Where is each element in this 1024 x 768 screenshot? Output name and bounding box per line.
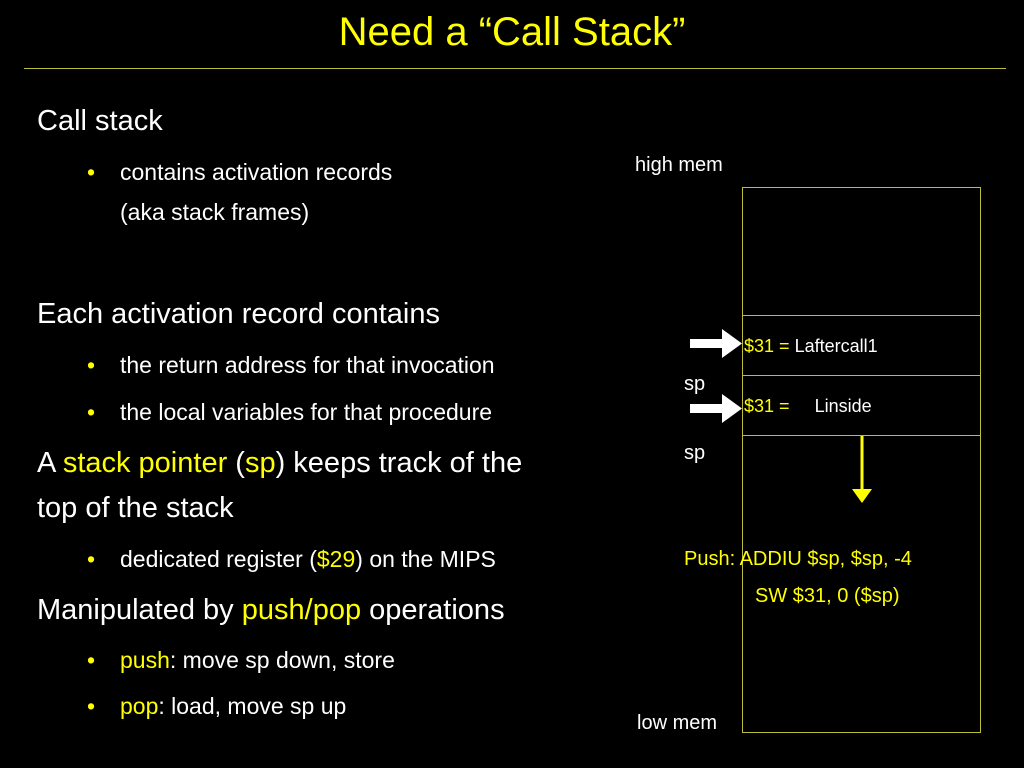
push-down-arrow-icon [852, 436, 872, 503]
stack-pointer-line-2: top of the stack [37, 492, 234, 524]
push-pop-highlight: push/pop [241, 594, 362, 626]
bullet-dot: • [87, 399, 96, 425]
pop-suffix: : load, move sp up [158, 693, 347, 719]
register-prefix: dedicated register ( [120, 546, 317, 572]
bullet-register-text: dedicated register ($29) on the MIPS [120, 545, 496, 573]
bullet-dot: • [87, 159, 96, 185]
sp-paren-open: ( [227, 447, 245, 479]
bullet-push-text: push: move sp down, store [120, 646, 395, 674]
stack-frame-2: $31 = Linside [744, 395, 872, 417]
bullet-activation-text-2: (aka stack frames) [120, 199, 310, 225]
title-divider [24, 68, 1006, 69]
register-highlight: $29 [316, 546, 356, 572]
stack-pointer-highlight: stack pointer [62, 447, 228, 479]
bullet-dot: • [87, 693, 96, 719]
push-suffix: : move sp down, store [169, 647, 395, 673]
sp-arrow-2-icon [690, 394, 742, 423]
slide-title: Need a “Call Stack” [338, 10, 686, 54]
stack-frame-1: $31 = Laftercall1 [744, 335, 878, 357]
call-stack-box [742, 187, 981, 733]
pop-highlight: pop [120, 693, 159, 719]
stack-pointer-line-1: A stack pointer (sp) keeps track of the [37, 446, 522, 480]
heading-each-record: Each activation record contains [37, 298, 440, 330]
bullet-return-address-text: the return address for that invocation [120, 352, 495, 378]
sp-arrow-1-icon [690, 329, 742, 358]
register-suffix: ) on the MIPS [355, 546, 496, 572]
push-instruction-line-2: SW $31, 0 ($sp) [755, 585, 900, 607]
manip-prefix: Manipulated by [37, 594, 242, 626]
low-mem-label: low mem [637, 712, 718, 734]
bullet-dot: • [87, 647, 96, 673]
sp-suffix: ) keeps track of the [275, 447, 523, 479]
frame1-top-divider [742, 315, 981, 316]
frame2-bottom-divider [742, 435, 981, 436]
sp-label-2: sp [684, 442, 706, 464]
heading-call-stack: Call stack [37, 105, 163, 137]
high-mem-label: high mem [635, 154, 723, 176]
sp-prefix: A [37, 447, 63, 479]
bullet-dot: • [87, 352, 96, 378]
frame2-register: $31 = [744, 396, 790, 416]
bullet-pop-text: pop: load, move sp up [120, 692, 346, 720]
push-instruction-line-1: Push: ADDIU $sp, $sp, -4 [684, 548, 912, 570]
sp-label-1: sp [684, 373, 706, 395]
frame2-value: Linside [814, 396, 872, 416]
manipulated-line: Manipulated by push/pop operations [37, 593, 505, 627]
manip-suffix: operations [361, 594, 505, 626]
bullet-dot: • [87, 546, 96, 572]
push-highlight: push [120, 647, 170, 673]
bullet-local-vars-text: the local variables for that procedure [120, 399, 493, 425]
frame2-top-divider [742, 375, 981, 376]
sp-highlight: sp [244, 447, 276, 479]
bullet-activation-text-1: contains activation records [120, 159, 393, 185]
frame1-register: $31 = [744, 336, 790, 356]
frame1-value: Laftercall1 [794, 336, 878, 356]
